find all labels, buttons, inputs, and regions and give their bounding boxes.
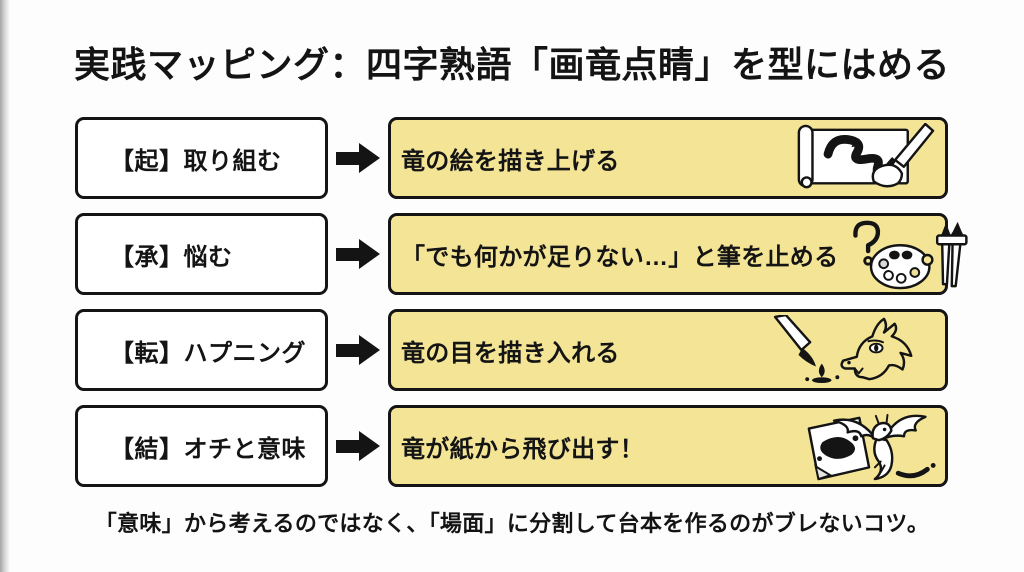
- stage-box-shou: 【承】悩む: [75, 213, 328, 295]
- scene-box-ketsu: 竜が紙から飛び出す！: [388, 405, 948, 487]
- stage-label: 【承】悩む: [110, 243, 233, 271]
- mapping-rows: 【起】取り組む 竜の絵を描き上げる 【承】悩む: [75, 117, 969, 487]
- arrow-shaft: [336, 343, 359, 357]
- scene-box-shou: 「でも何かが足りない…」と筆を止める: [388, 213, 969, 295]
- dragon-scroll-painting-icon: [797, 123, 935, 189]
- scene-text: 竜の目を描き入れる: [401, 339, 620, 367]
- arrow-head: [359, 239, 380, 269]
- footnote-text: 「意味」から考えるのではなく、「場面」に分割して台本を作るのがブレないコツ。: [94, 511, 930, 536]
- stage-label: 【転】ハプニング: [110, 339, 306, 367]
- arrow-head: [359, 335, 380, 365]
- row-ki: 【起】取り組む 竜の絵を描き上げる: [75, 117, 948, 199]
- scene-box-ki: 竜の絵を描き上げる: [388, 117, 948, 199]
- row-shou: 【承】悩む 「でも何かが足りない…」と筆を止める: [75, 213, 969, 295]
- right-arrow: [328, 239, 388, 269]
- arrow-shaft: [336, 439, 359, 453]
- row-ketsu: 【結】オチと意味 竜が紙から飛び出す！: [75, 405, 948, 487]
- right-arrow: [328, 431, 388, 461]
- scene-text: 「でも何かが足りない…」と筆を止める: [401, 243, 839, 271]
- stage-label: 【起】取り組む: [110, 147, 282, 175]
- stage-box-ketsu: 【結】オチと意味: [75, 405, 328, 487]
- scene-box-ten: 竜の目を描き入れる: [388, 309, 948, 391]
- dragon-flying-from-paper-icon: [807, 413, 936, 481]
- page-title: 実践マッピング：四字熟語「画竜点睛」を型にはめる: [73, 44, 950, 85]
- ink-brush-dragon-head-icon: [773, 315, 913, 384]
- stage-box-ten: 【転】ハプニング: [75, 309, 328, 391]
- scene-text: 竜が紙から飛び出す！: [401, 435, 644, 463]
- arrow-head: [359, 143, 380, 173]
- row-ten: 【転】ハプニング 竜の目を描き入れる: [75, 309, 948, 391]
- right-arrow: [328, 143, 388, 173]
- arrow-shaft: [336, 151, 359, 165]
- palette-brushes-question-icon: [853, 220, 969, 290]
- arrow-head: [359, 431, 380, 461]
- scene-text: 竜の絵を描き上げる: [401, 147, 620, 175]
- stage-box-ki: 【起】取り組む: [75, 117, 328, 199]
- arrow-shaft: [336, 247, 359, 261]
- stage-label: 【結】オチと意味: [110, 435, 306, 463]
- right-arrow: [328, 335, 388, 365]
